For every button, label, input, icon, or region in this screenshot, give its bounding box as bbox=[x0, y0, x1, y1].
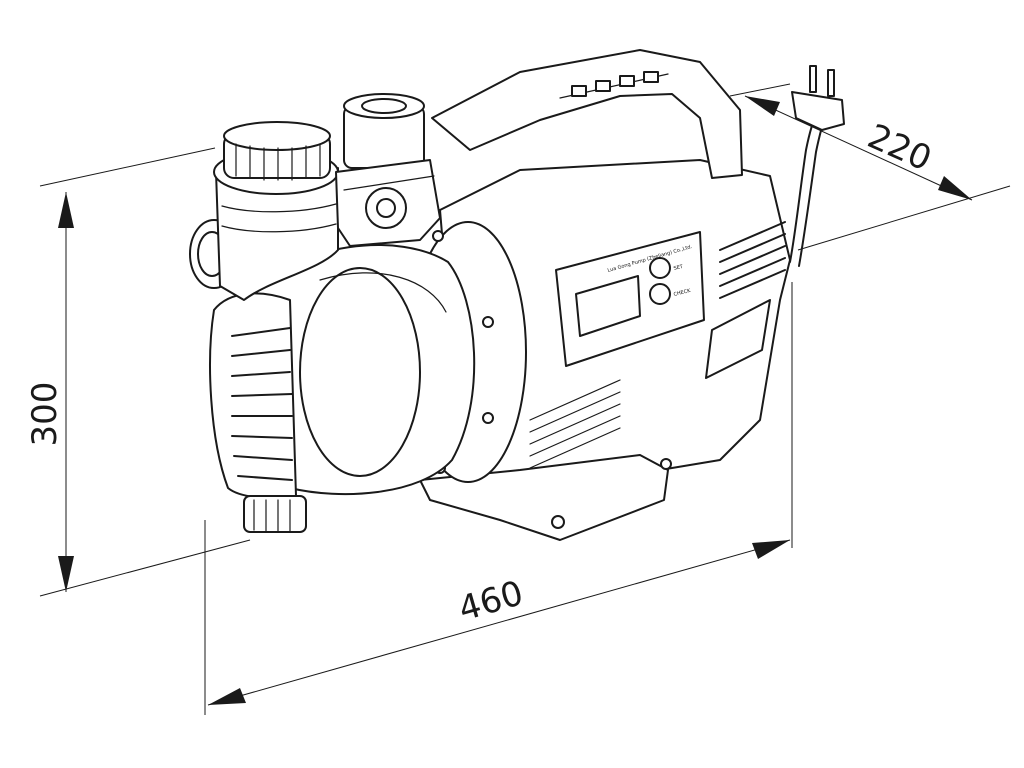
plug-body bbox=[791, 91, 845, 131]
drain-body[interactable] bbox=[243, 495, 307, 533]
pump-casing bbox=[239, 244, 476, 496]
length-arrow-right bbox=[752, 540, 790, 559]
rib-d bbox=[231, 393, 293, 397]
length-dim-line bbox=[207, 539, 791, 706]
handle-outline bbox=[431, 49, 743, 179]
lvent-1 bbox=[529, 379, 621, 421]
prefilter bbox=[213, 121, 339, 301]
length-label: 460 bbox=[454, 573, 527, 629]
lvent-2 bbox=[529, 391, 621, 433]
lower-vents bbox=[529, 379, 621, 469]
connector-block bbox=[335, 159, 441, 247]
vent-2 bbox=[719, 233, 786, 263]
pressure-fitting-core bbox=[376, 198, 396, 218]
vent-5 bbox=[719, 269, 786, 299]
check-button[interactable] bbox=[649, 283, 671, 305]
height-ext-bottom bbox=[39, 539, 251, 597]
handle-grip-ribs bbox=[571, 71, 659, 97]
rib-2 bbox=[595, 80, 611, 92]
block-edge-1 bbox=[343, 175, 435, 191]
rib-c bbox=[231, 371, 291, 377]
flange-screw-2 bbox=[482, 316, 494, 328]
vent-1 bbox=[719, 221, 786, 251]
filter-band-1 bbox=[221, 203, 337, 213]
rib-1 bbox=[571, 85, 587, 97]
set-button[interactable] bbox=[649, 257, 671, 279]
casing-front-dome bbox=[299, 267, 421, 477]
depth-arrow-top bbox=[745, 96, 780, 116]
height-ext-top bbox=[39, 147, 216, 187]
casing-highlight bbox=[319, 272, 447, 313]
plug-pin-right bbox=[827, 69, 835, 97]
drain-plug bbox=[243, 495, 307, 533]
dimension-lines bbox=[39, 83, 1011, 715]
display-screen bbox=[575, 275, 641, 337]
ribbed-section bbox=[209, 292, 297, 499]
rib-g bbox=[233, 455, 293, 461]
rib-3 bbox=[619, 75, 635, 87]
carry-handle bbox=[431, 49, 743, 179]
lvent-3 bbox=[529, 403, 621, 445]
base-screw-right bbox=[660, 458, 672, 470]
height-label: 300 bbox=[25, 382, 65, 447]
outlet-port bbox=[343, 93, 425, 169]
depth-arrow-bottom bbox=[938, 176, 972, 200]
rib-b bbox=[231, 349, 291, 357]
cap-knurls bbox=[235, 143, 321, 181]
vent-4 bbox=[719, 257, 786, 287]
flange-screw-3 bbox=[482, 412, 494, 424]
outlet-hole bbox=[361, 98, 407, 114]
base-screw bbox=[551, 515, 565, 529]
set-label: SET bbox=[673, 264, 684, 272]
depth-dim-line bbox=[744, 95, 973, 201]
height-arrow-bottom bbox=[58, 556, 74, 592]
filter-band-2 bbox=[221, 223, 337, 233]
depth-ext-top bbox=[729, 83, 791, 97]
ribs bbox=[231, 327, 293, 481]
power-cord bbox=[789, 65, 845, 267]
length-arrow-left bbox=[208, 688, 246, 705]
side-vents bbox=[705, 221, 786, 379]
filter-cap-top bbox=[223, 121, 331, 151]
lvent-5 bbox=[529, 427, 621, 469]
drain-knurls bbox=[253, 499, 291, 533]
filter-body bbox=[215, 167, 339, 301]
rib-h bbox=[237, 475, 293, 481]
vent-3 bbox=[719, 245, 786, 275]
plug-pin-left bbox=[809, 65, 817, 93]
depth-ext-bottom bbox=[797, 185, 1011, 251]
rib-a bbox=[231, 327, 291, 337]
rib-f bbox=[231, 435, 293, 439]
lvent-4 bbox=[529, 415, 621, 457]
check-label: CHECK bbox=[673, 288, 692, 298]
flange-screw-1 bbox=[432, 230, 444, 242]
height-arrow-top bbox=[58, 192, 74, 228]
depth-label: 220 bbox=[862, 116, 938, 179]
rib-4 bbox=[643, 71, 659, 83]
side-panel bbox=[705, 299, 771, 379]
